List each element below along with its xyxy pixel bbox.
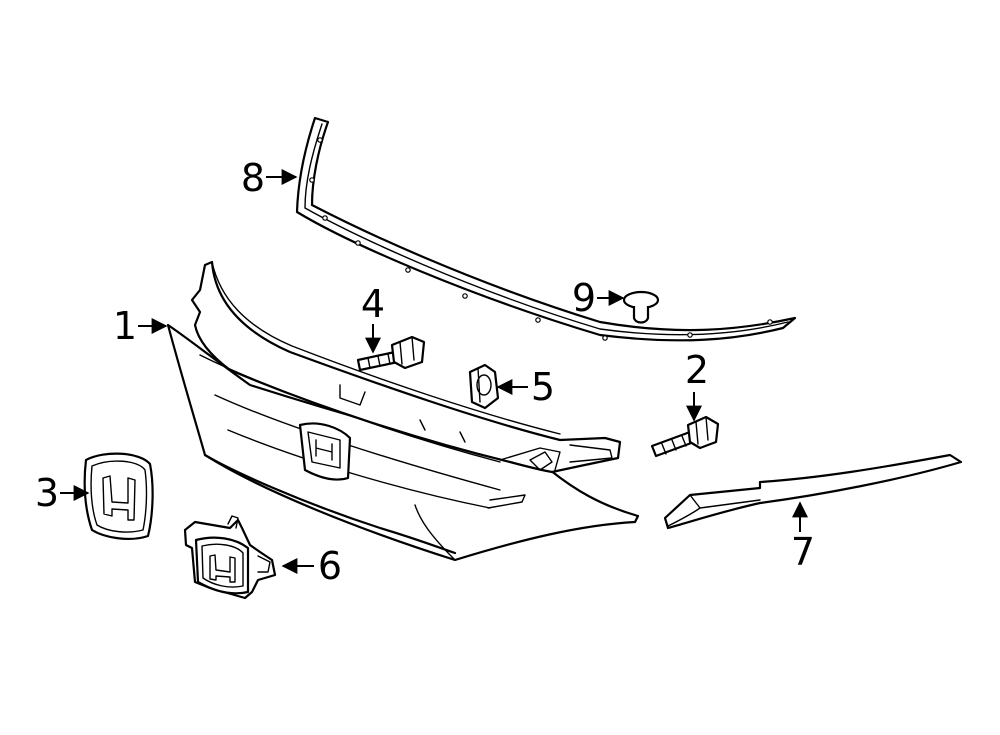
callout-8: 8: [241, 156, 265, 200]
callout-5: 5: [531, 365, 555, 409]
emblem-part-3: [83, 452, 154, 540]
callout-9: 9: [572, 276, 596, 320]
callout-1: 1: [113, 304, 137, 348]
bolt-part-4: [356, 335, 426, 372]
nut-part-5: [468, 363, 500, 410]
clip-part-9: [622, 290, 660, 324]
callout-7: 7: [791, 530, 815, 574]
callout-6: 6: [318, 544, 342, 588]
lower-garnish-strip: [663, 453, 963, 530]
bolt-part-2: [650, 415, 720, 458]
front-grille: [166, 260, 640, 562]
emblem-bracket-part-6: [183, 515, 277, 600]
callout-2: 2: [685, 348, 709, 392]
upper-molding-strip: [295, 116, 797, 342]
callout-3: 3: [35, 471, 59, 515]
callout-4: 4: [361, 282, 385, 326]
